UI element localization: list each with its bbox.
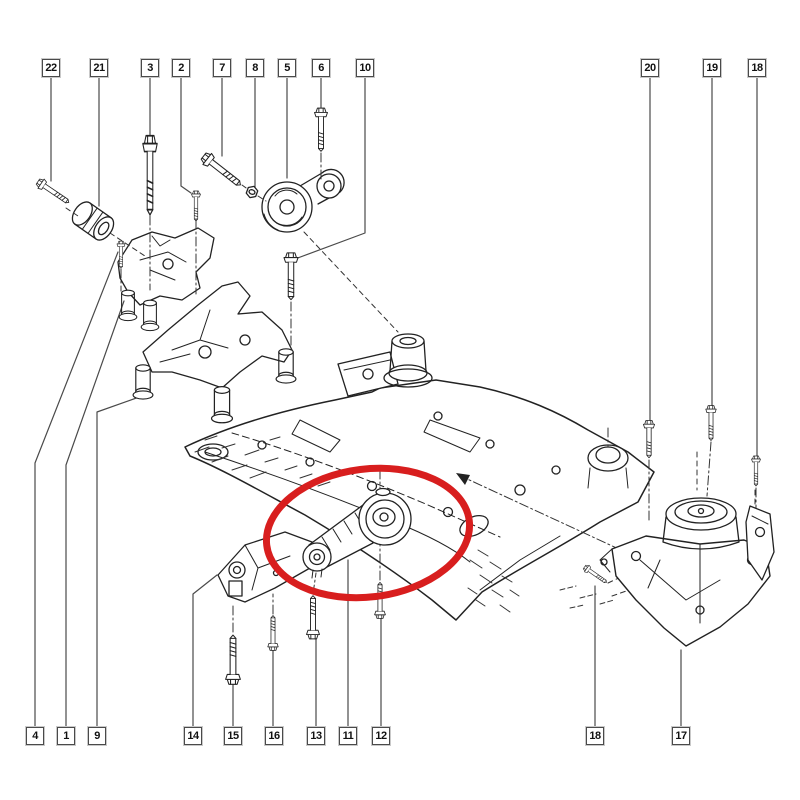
callout-20[interactable]: 20: [641, 59, 659, 77]
bolt-19: [705, 405, 717, 441]
leader-lines: [34, 76, 758, 728]
callout-15[interactable]: 15: [224, 727, 242, 745]
bolt-22: [34, 176, 73, 208]
torque-rod-11: [302, 487, 412, 579]
callout-11[interactable]: 11: [339, 727, 357, 745]
bolt-18-upper: [751, 455, 761, 487]
bolt-10: [283, 252, 299, 301]
highlight-ellipse: [262, 464, 474, 602]
bolt-6: [314, 107, 328, 152]
bushing-21: [71, 201, 115, 241]
callout-8[interactable]: 8: [246, 59, 264, 77]
callout-3[interactable]: 3: [141, 59, 159, 77]
callout-1[interactable]: 1: [57, 727, 75, 745]
callout-12[interactable]: 12: [372, 727, 390, 745]
subframe: [184, 333, 655, 621]
bolt-15: [225, 634, 241, 685]
callout-18-top[interactable]: 18: [748, 59, 766, 77]
callout-19[interactable]: 19: [703, 59, 721, 77]
callout-7[interactable]: 7: [213, 59, 231, 77]
nut-8: [245, 185, 259, 199]
bracket-14: [217, 531, 321, 603]
pedestal-bracket-9: [132, 281, 297, 424]
callout-17[interactable]: 17: [672, 727, 690, 745]
callout-5[interactable]: 5: [278, 59, 296, 77]
bolt-20: [643, 420, 655, 459]
attachment-arrow: [456, 473, 637, 558]
bolt-13: [306, 595, 320, 640]
bolt-3: [141, 134, 159, 216]
callout-18-bottom[interactable]: 18: [586, 727, 604, 745]
mount-17: [599, 497, 775, 647]
bolt-12: [374, 582, 386, 619]
callout-16[interactable]: 16: [265, 727, 283, 745]
engine-bracket-1: [117, 227, 215, 332]
callout-21[interactable]: 21: [90, 59, 108, 77]
callout-2[interactable]: 2: [172, 59, 190, 77]
callout-9[interactable]: 9: [88, 727, 106, 745]
bolt-18-lower: [581, 563, 610, 587]
centerlines: [120, 152, 757, 633]
bolt-16: [267, 615, 279, 651]
bolt-2: [191, 190, 201, 222]
callout-6[interactable]: 6: [312, 59, 330, 77]
mount-5: [261, 168, 345, 233]
callout-13[interactable]: 13: [307, 727, 325, 745]
callout-10[interactable]: 10: [356, 59, 374, 77]
callout-4[interactable]: 4: [26, 727, 44, 745]
callout-14[interactable]: 14: [184, 727, 202, 745]
callout-22[interactable]: 22: [42, 59, 60, 77]
